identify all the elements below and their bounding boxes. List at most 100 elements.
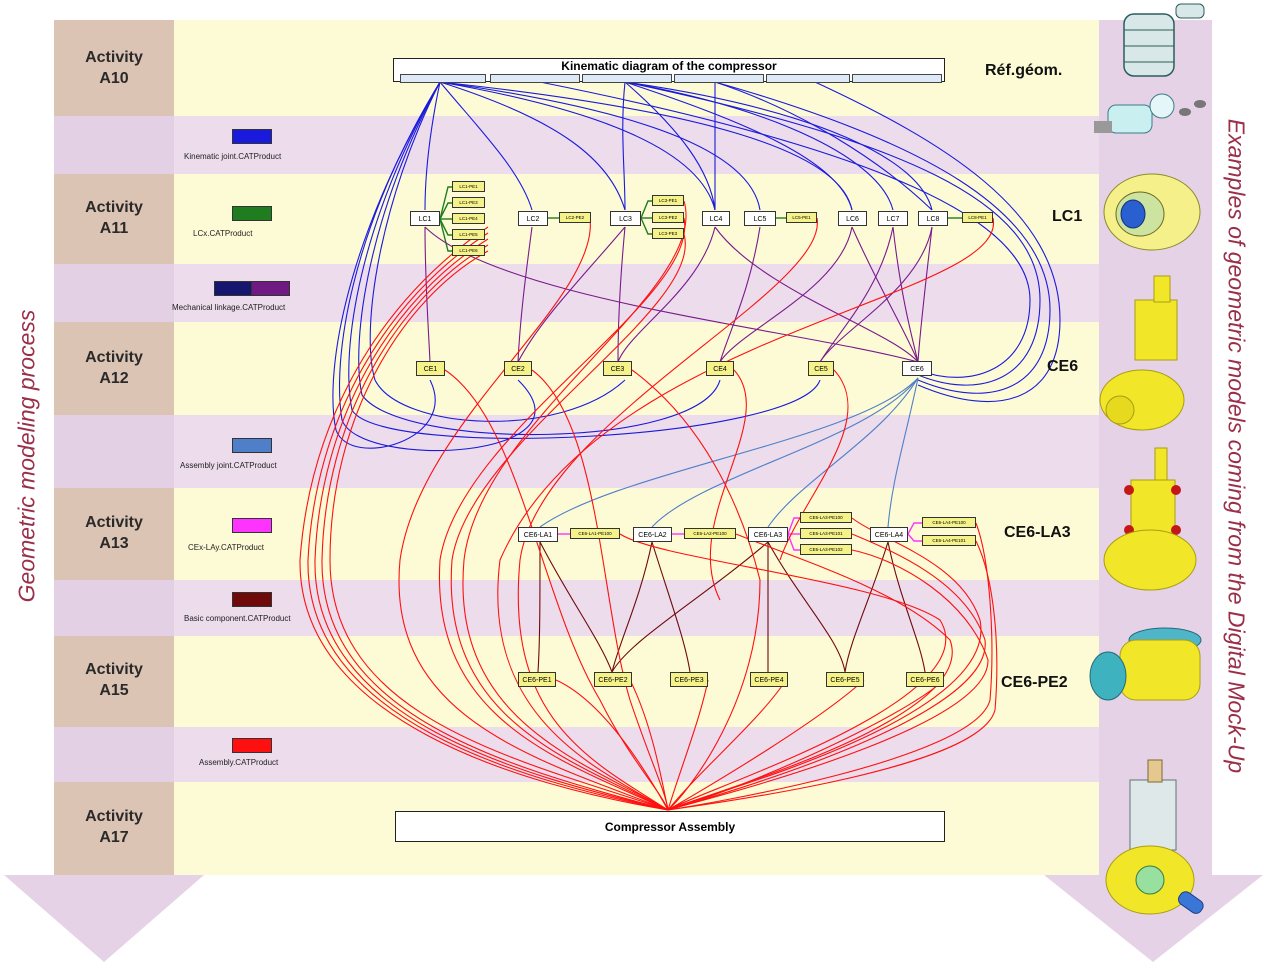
title-cell-1: [400, 74, 486, 83]
legend-label-cex-lay: CEx-LAy.CATProduct: [188, 543, 265, 552]
kinematic-diagram-box: Kinematic diagram of the compressor: [393, 58, 945, 83]
node-ce6-la4: CE6-LA4: [870, 527, 908, 542]
legend-swatch-assembly-joint: [232, 438, 272, 453]
activity-cell-a17: [54, 782, 174, 875]
ce6-part-icon: [1099, 275, 1185, 431]
legend-label-kinematic-joint: Kinematic joint.CATProduct: [184, 152, 282, 161]
legend-swatch-assembly: [232, 738, 272, 753]
compressor-assembly-box: Compressor Assembly: [395, 811, 945, 842]
title-cell-3: [582, 74, 672, 83]
kinematic-wires: [332, 81, 1061, 452]
ce6-la3-part-icon: [1103, 447, 1197, 591]
node-ce6-pe4: CE6-PE4: [750, 672, 788, 687]
assembly-joint-wires: [539, 377, 919, 528]
activity-cell-a13: [54, 488, 174, 580]
legend-swatch-kinematic-joint: [232, 129, 272, 144]
node-ce2: CE2: [504, 361, 532, 376]
activity-gap-3: [54, 415, 174, 488]
node-ce4: CE4: [706, 361, 734, 376]
assembly-wires: [299, 200, 998, 811]
node-ce6-la3: CE6-LA3: [748, 527, 788, 542]
piston-parts-icon: [1094, 93, 1206, 134]
activity-cell-a11: [54, 174, 174, 264]
legend-label-assembly-joint: Assembly joint.CATProduct: [180, 461, 277, 470]
title-cell-2: [490, 74, 580, 83]
band-gap-5: [54, 727, 1099, 782]
node-lc3-pe1: LC3-PE1: [652, 195, 684, 206]
node-lc1-pe5: LC1-PE5: [452, 229, 485, 240]
ce6-pe2-part-icon: [1089, 627, 1202, 701]
legend-swatch-mechanical-linkage-b: [251, 281, 290, 296]
node-lc1-pe4: LC1-PE4: [452, 213, 485, 224]
node-ce6-la2-pe100: CE6-LA2-PE100: [684, 528, 736, 539]
node-ce6-la4-pe101: CE6-LA4-PE101: [922, 535, 976, 546]
activity-gap-5: [54, 727, 174, 782]
title-cell-5: [766, 74, 850, 83]
lcx-wires: [439, 186, 962, 252]
node-lc1: LC1: [410, 211, 440, 226]
level-label-ref-geom: Réf.géom.: [985, 62, 1063, 79]
node-lc5-pe1: LC5-PE1: [786, 212, 817, 223]
level-label-ce6: CE6: [1047, 358, 1079, 375]
title-cell-6: [852, 74, 942, 83]
legend-swatch-lcx: [232, 206, 272, 221]
activity-gap-4: [54, 580, 174, 636]
level-label-ce6-la3: CE6-LA3: [1004, 524, 1071, 541]
node-lc4: LC4: [702, 211, 730, 226]
level-label-lc1: LC1: [1052, 208, 1083, 225]
node-ce6-la3-pe100: CE6-LA3-PE100: [800, 512, 852, 523]
compressor-assembly-icon: [1105, 759, 1204, 915]
node-ce6: CE6: [902, 361, 932, 376]
node-ce6-la3-pe101: CE6-LA3-PE101: [800, 528, 852, 539]
node-lc3-pe2: LC3-PE2: [652, 212, 684, 223]
node-lc3: LC3: [610, 211, 641, 226]
node-ce1: CE1: [416, 361, 445, 376]
node-lc3-pe3: LC3-PE3: [652, 228, 684, 239]
node-lc8: LC8: [918, 211, 948, 226]
node-ce6-la1-pe100: CE6-LA1-PE100: [570, 528, 620, 539]
legend-label-mechanical-linkage: Mechanical linkage.CATProduct: [172, 303, 286, 312]
left-arrow-head: [4, 875, 204, 962]
activity-cell-a12: [54, 322, 174, 415]
lc1-part-icon: [1103, 173, 1201, 251]
title-cell-4: [674, 74, 764, 83]
node-lc5: LC5: [744, 211, 776, 226]
node-ce5: CE5: [808, 361, 834, 376]
activity-cell-a15: [54, 636, 174, 727]
node-lc6: LC6: [838, 211, 867, 226]
legend-swatch-basic-component: [232, 592, 272, 607]
kinematic-diagram-title: Kinematic diagram of the compressor: [561, 59, 777, 73]
node-ce6-la1: CE6-LA1: [518, 527, 558, 542]
node-ce6-la2: CE6-LA2: [633, 527, 672, 542]
node-lc8-pe1: LC8-PE1: [962, 212, 993, 223]
node-ce3: CE3: [603, 361, 632, 376]
node-ce6-la4-pe100: CE6-LA4-PE100: [922, 517, 976, 528]
node-lc1-pe3: LC1-PE3: [452, 197, 485, 208]
right-arrow-head: [1044, 875, 1263, 962]
node-ce6-pe1: CE6-PE1: [518, 672, 556, 687]
activity-gap-2: [54, 264, 174, 322]
legend-swatch-cex-lay: [232, 518, 272, 533]
node-lc2: LC2: [518, 211, 548, 226]
activity-gap-1: [54, 116, 174, 174]
node-ce6-pe5: CE6-PE5: [826, 672, 864, 687]
level-label-ce6-pe2: CE6-PE2: [1001, 674, 1068, 691]
band-gap-4: [54, 580, 1099, 636]
node-ce6-la3-pe102: CE6-LA3-PE102: [800, 544, 852, 555]
band-gap-3: [54, 415, 1099, 488]
node-ce6-pe6: CE6-PE6: [906, 672, 944, 687]
activity-cell-a10: [54, 20, 174, 116]
node-lc1-pe6: LC1-PE6: [452, 245, 485, 256]
cex-lay-wires: [558, 517, 922, 551]
node-lc2-pe2: LC2-PE2: [559, 212, 591, 223]
node-ce6-pe2: CE6-PE2: [594, 672, 632, 687]
legend-label-basic-component: Basic component.CATProduct: [184, 614, 291, 623]
node-lc1-pe1: LC1-PE1: [452, 181, 485, 192]
